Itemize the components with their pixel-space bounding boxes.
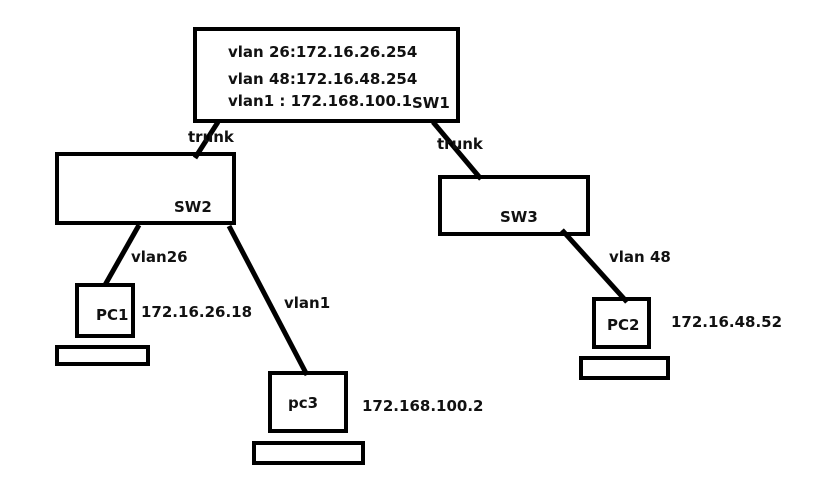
link-label-sw2-pc1: vlan26 [131, 248, 188, 266]
sw1-config-vlan48: vlan 48:172.16.48.254 [228, 70, 418, 88]
link-label-sw1-sw3: trunk [437, 135, 483, 153]
pc3-ip: 172.168.100.2 [362, 397, 484, 415]
sw3-label: SW3 [500, 208, 538, 226]
pc3-keyboard [252, 441, 365, 465]
link-label-sw2-pc3: vlan1 [284, 294, 331, 312]
pc2-ip: 172.16.48.52 [671, 313, 783, 331]
link-sw2-pc1 [102, 223, 142, 287]
pc1-keyboard [55, 345, 150, 366]
pc1-label: PC1 [96, 306, 129, 324]
pc2-label: PC2 [607, 316, 640, 334]
sw1-config-vlan1: vlan1 : 172.168.100.1 [228, 92, 413, 110]
link-label-sw1-sw2: trunk [188, 128, 234, 146]
pc2-keyboard [579, 356, 670, 380]
pc2-monitor [592, 297, 651, 349]
pc3-label: pc3 [288, 394, 319, 412]
sw2-label: SW2 [174, 198, 212, 216]
link-sw3-pc2 [560, 228, 629, 304]
pc3-monitor [268, 371, 348, 433]
sw1-label: SW1 [412, 94, 450, 112]
link-sw2-pc3 [226, 224, 310, 377]
switch-sw1 [193, 27, 460, 123]
pc1-ip: 172.16.26.18 [141, 303, 253, 321]
pc1-monitor [75, 283, 135, 338]
switch-sw2 [55, 152, 236, 225]
link-label-sw3-pc2: vlan 48 [609, 248, 671, 266]
sw1-config-vlan26: vlan 26:172.16.26.254 [228, 43, 418, 61]
link-sw1-sw3 [431, 120, 483, 181]
switch-sw3 [438, 175, 590, 236]
